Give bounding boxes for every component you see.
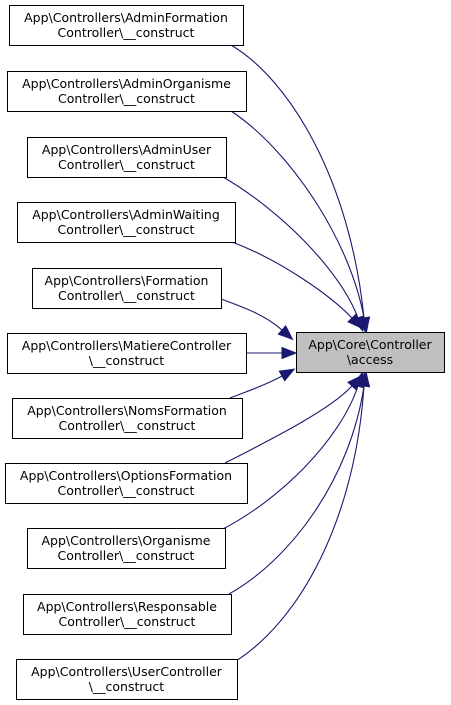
target-node-line-2: \access [347,352,393,367]
caller-node-4-box [17,202,236,243]
caller-node-1[interactable]: App\Controllers\AdminFormationController… [9,5,244,46]
caller-node-4[interactable]: App\Controllers\AdminWaitingController\_… [17,202,236,243]
edge-line-2 [230,110,365,319]
edge-line-4 [231,241,353,319]
caller-node-1-line-2: Controller\__construct [58,25,195,40]
caller-node-5-line-2: Controller\__construct [58,288,195,303]
caller-node-2[interactable]: App\Controllers\AdminOrganismeController… [7,71,247,112]
edge-line-1 [230,44,365,319]
caller-node-6-line-2: \__construct [89,353,165,368]
caller-node-2-line-1: App\Controllers\AdminOrganisme [22,76,231,91]
edges-layer [220,44,371,662]
edge-line-7 [229,375,283,399]
edge-7 [229,368,296,399]
edge-5 [220,298,294,341]
edge-arrowhead-4 [347,313,363,330]
caller-node-6[interactable]: App\Controllers\MatiereController\__cons… [7,333,247,374]
caller-node-5-box [32,268,222,309]
edge-line-3 [222,176,359,319]
edge-1 [230,44,371,334]
caller-node-7-line-2: Controller\__construct [59,418,196,433]
edge-4 [231,241,363,330]
target-node[interactable]: App\Core\Controller\access [296,332,445,373]
edge-line-5 [220,298,283,331]
caller-node-10-box [23,594,232,635]
caller-node-7[interactable]: App\Controllers\NomsFormationController\… [12,398,243,439]
caller-node-9-line-1: App\Controllers\Organisme [42,533,211,548]
caller-node-11-line-2: \__construct [89,679,165,694]
edge-line-8 [224,385,353,464]
caller-node-2-line-2: Controller\__construct [58,91,195,106]
edge-arrowhead-7 [278,368,296,382]
edge-8 [224,374,363,464]
edge-6 [246,346,298,360]
caller-node-1-line-1: App\Controllers\AdminFormation [24,10,228,25]
caller-node-3-line-1: App\Controllers\AdminUser [42,142,212,157]
caller-node-4-line-2: Controller\__construct [58,222,195,237]
caller-node-8-line-2: Controller\__construct [58,483,195,498]
caller-node-11-line-1: App\Controllers\UserController [31,664,223,679]
caller-node-10-line-2: Controller\__construct [59,614,196,629]
edge-arrowhead-5 [277,325,294,341]
caller-node-5[interactable]: App\Controllers\FormationController\__co… [32,268,222,309]
caller-node-5-line-1: App\Controllers\Formation [45,273,209,288]
caller-node-1-box [9,5,244,46]
caller-node-11-box [16,659,238,700]
caller-node-7-box [12,398,243,439]
nodes-layer: App\Controllers\AdminFormationController… [5,5,445,700]
caller-node-6-line-1: App\Controllers\MatiereController [22,338,232,353]
edge-11 [235,370,371,662]
caller-node-3-box [27,137,227,178]
caller-node-11[interactable]: App\Controllers\UserController\__constru… [16,659,238,700]
edge-line-10 [228,385,365,595]
target-node-line-1: App\Core\Controller [308,337,432,352]
caller-node-2-box [7,71,247,112]
caller-node-3[interactable]: App\Controllers\AdminUserController\__co… [27,137,227,178]
caller-node-6-box [7,333,247,374]
caller-node-8[interactable]: App\Controllers\OptionsFormationControll… [5,463,248,504]
target-node-box [296,332,445,373]
caller-node-10[interactable]: App\Controllers\ResponsableController\__… [23,594,232,635]
edge-arrowhead-6 [281,346,298,360]
caller-node-8-box [5,463,248,504]
caller-node-8-line-1: App\Controllers\OptionsFormation [20,468,232,483]
edge-line-9 [220,385,359,531]
caller-node-9[interactable]: App\Controllers\OrganismeController\__co… [27,528,226,569]
caller-node-3-line-2: Controller\__construct [58,157,195,172]
caller-node-9-line-2: Controller\__construct [58,548,195,563]
caller-node-10-line-1: App\Controllers\Responsable [37,599,217,614]
edge-line-11 [235,385,365,662]
caller-node-7-line-1: App\Controllers\NomsFormation [27,403,227,418]
caller-node-9-box [27,528,226,569]
caller-node-4-line-1: App\Controllers\AdminWaiting [32,207,220,222]
edge-arrowhead-11 [357,370,371,387]
